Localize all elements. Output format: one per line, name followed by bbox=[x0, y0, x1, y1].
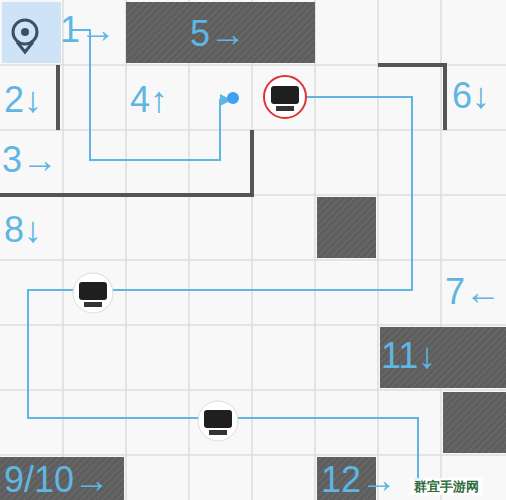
watermark: 群宜手游网 bbox=[410, 478, 483, 495]
step-number: 4↑ bbox=[130, 82, 168, 118]
robot-red bbox=[264, 76, 306, 118]
step-number: 7← bbox=[445, 274, 501, 310]
robot bbox=[73, 273, 113, 313]
walls bbox=[0, 65, 445, 195]
step-number: 5→ bbox=[190, 16, 246, 52]
step-number: 9/10→ bbox=[4, 462, 110, 498]
player-dot bbox=[227, 92, 239, 104]
step-number: 3→ bbox=[2, 142, 58, 178]
step-number: 12→ bbox=[321, 462, 397, 498]
robot bbox=[198, 401, 238, 441]
step-number: 11↓ bbox=[381, 338, 436, 374]
step-number: 6↓ bbox=[452, 78, 490, 114]
start-cell bbox=[2, 2, 61, 63]
location-icon bbox=[13, 20, 37, 52]
step-number: 2↓ bbox=[4, 82, 42, 118]
step-number: 1→ bbox=[60, 12, 116, 48]
route-line bbox=[28, 30, 418, 488]
step-number: 8↓ bbox=[4, 212, 42, 248]
